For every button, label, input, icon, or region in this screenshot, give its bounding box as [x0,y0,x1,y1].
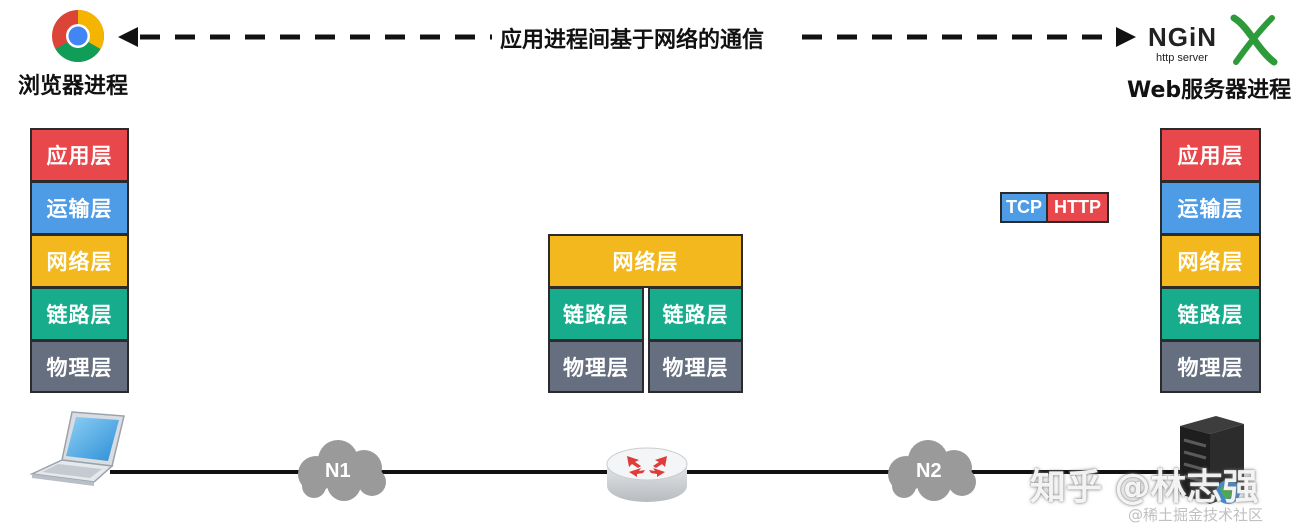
cloud-n1-icon [298,440,386,501]
server-network-layer: 网络层 [1160,234,1261,288]
server-process-label: Web服务器进程 [1127,78,1292,103]
router-link-layer-left: 链路层 [548,287,644,341]
juejin-watermark: @稀土掘金技术社区 [1128,506,1264,524]
zhihu-watermark: 知乎 @林志强 [1030,467,1259,508]
nginx-x-icon [1230,14,1278,66]
server-link-layer: 链路层 [1160,287,1261,341]
nginx-logo-text: NGiN [1148,22,1217,52]
laptop-icon [29,411,125,486]
client-app-layer: 应用层 [30,128,129,182]
network-n2-label: N2 [916,460,942,482]
client-transport-layer: 运输层 [30,181,129,235]
comm-label: 应用进程间基于网络的通信 [500,28,765,53]
server-transport-layer: 运输层 [1160,181,1261,235]
server-app-layer: 应用层 [1160,128,1261,182]
router-physical-layer-right: 物理层 [648,340,743,393]
router-icon [606,447,688,502]
router-link-layer-right: 链路层 [648,287,743,341]
chrome-icon [52,10,104,62]
server-icon [1180,416,1244,504]
client-network-layer: 网络层 [30,234,129,288]
router-physical-layer-left: 物理层 [548,340,644,393]
nginx-logo-sub: http server [1156,52,1208,64]
network-n1-label: N1 [325,460,351,482]
client-link-layer: 链路层 [30,287,129,341]
client-physical-layer: 物理层 [30,340,129,393]
server-physical-layer: 物理层 [1160,340,1261,393]
cloud-n2-icon [888,440,976,501]
packet-http-data: HTTP [1046,192,1109,223]
browser-process-label: 浏览器进程 [18,74,129,99]
nginx-logo: NGiN http server [1148,12,1283,70]
comm-arrow [118,27,1136,47]
packet-tcp-header: TCP [1000,192,1048,223]
router-network-layer: 网络层 [548,234,743,288]
